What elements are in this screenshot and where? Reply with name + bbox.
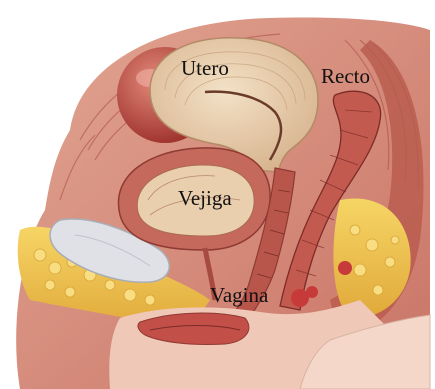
- rectum-label: Recto: [321, 66, 370, 87]
- bladder-label: Vejiga: [178, 188, 232, 209]
- uterus-label: Utero: [181, 58, 229, 79]
- vagina-label: Vagina: [210, 285, 268, 306]
